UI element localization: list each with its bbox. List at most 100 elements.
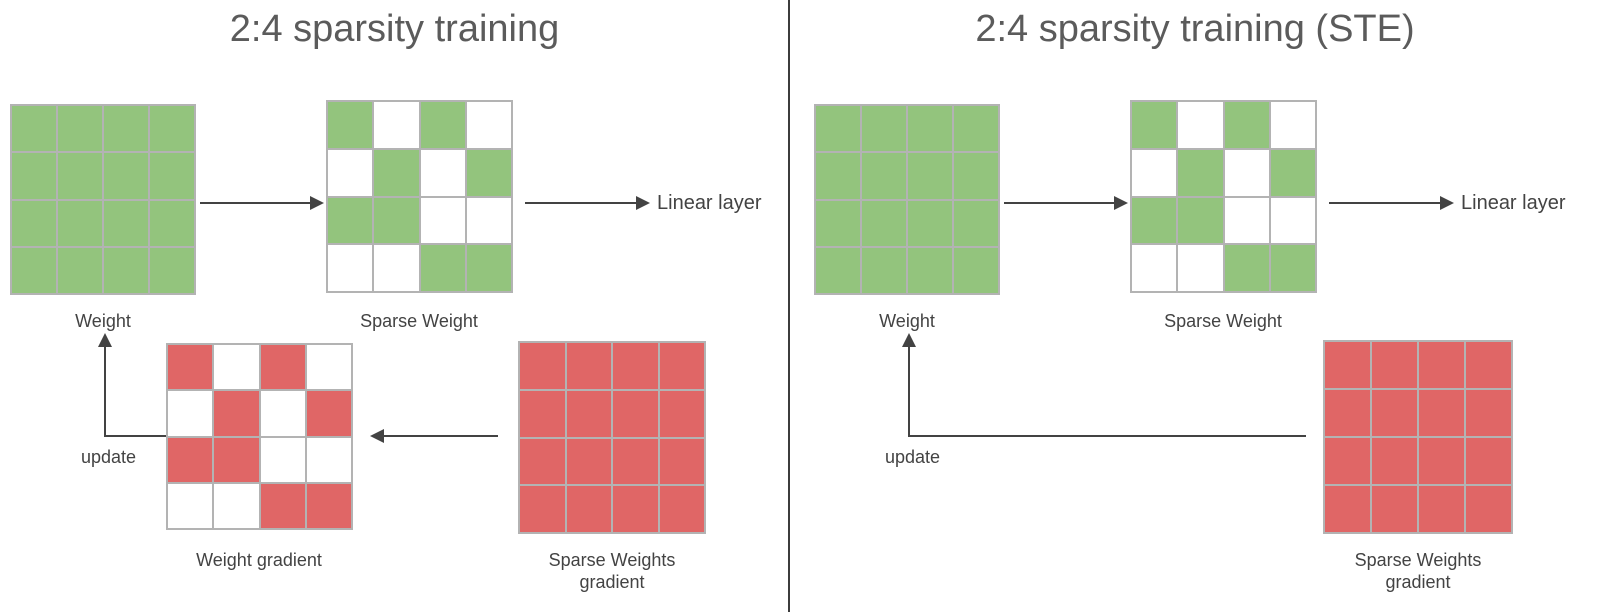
label-linear-layer-ste: Linear layer <box>1461 192 1566 214</box>
caption-sparse-weights-gradient-ste: Sparse Weights gradient <box>1354 550 1482 592</box>
matrix-cell <box>374 197 419 244</box>
matrix-cell <box>466 245 511 291</box>
matrix-cell <box>1466 342 1511 388</box>
matrix-cell <box>613 438 658 485</box>
matrix-cell <box>566 390 611 437</box>
matrix-cell <box>104 200 148 246</box>
matrix-cell <box>306 483 351 528</box>
matrix-cell <box>613 486 658 532</box>
matrix-cell <box>1466 486 1511 532</box>
panel-title-standard: 2:4 sparsity training <box>229 8 560 50</box>
matrix-cell <box>328 102 373 148</box>
matrix-cell <box>566 343 611 389</box>
matrix-cell <box>954 106 998 152</box>
matrix-cell <box>862 200 906 246</box>
matrix-cell <box>816 106 860 152</box>
matrix-cell <box>260 391 305 436</box>
matrix-sparse-weight-ste <box>1130 100 1317 293</box>
matrix-cell <box>306 345 351 390</box>
matrix-cell <box>954 247 998 293</box>
matrix-cell <box>466 149 511 196</box>
matrix-cell <box>58 106 102 152</box>
matrix-cell <box>168 437 213 482</box>
matrix-cell <box>1132 102 1177 148</box>
matrix-cell <box>659 486 704 532</box>
arrow-update-vertical-standard <box>104 346 106 437</box>
matrix-weight-gradient-standard <box>166 343 353 530</box>
caption-weight-standard: Weight <box>75 311 131 331</box>
matrix-cell <box>1132 245 1177 291</box>
matrix-cell <box>168 391 213 436</box>
matrix-cell <box>1132 197 1177 244</box>
matrix-cell <box>150 153 194 199</box>
matrix-cell <box>306 437 351 482</box>
matrix-cell <box>1178 197 1223 244</box>
matrix-cell <box>1270 102 1315 148</box>
matrix-cell <box>816 247 860 293</box>
matrix-cell <box>908 200 952 246</box>
matrix-cell <box>104 247 148 293</box>
caption-weight-ste: Weight <box>879 311 935 331</box>
matrix-cell <box>1224 102 1269 148</box>
matrix-cell <box>466 197 511 244</box>
matrix-cell <box>374 102 419 148</box>
matrix-cell <box>613 343 658 389</box>
matrix-cell <box>104 153 148 199</box>
arrow-update-horizontal-ste <box>908 435 1306 437</box>
arrow-update-vertical-ste <box>908 346 910 437</box>
matrix-cell <box>12 106 56 152</box>
caption-weight-gradient-standard: Weight gradient <box>196 550 322 570</box>
matrix-cell <box>1372 390 1417 436</box>
matrix-cell <box>659 390 704 437</box>
matrix-cell <box>1325 438 1370 484</box>
matrix-cell <box>1325 390 1370 436</box>
arrow-prune-head-ste <box>1114 196 1128 210</box>
arrow-linear-line-standard <box>525 202 638 204</box>
arrow-backward-head-standard <box>370 429 384 443</box>
matrix-cell <box>466 102 511 148</box>
matrix-cell <box>420 149 465 196</box>
matrix-cell <box>150 247 194 293</box>
matrix-cell <box>908 106 952 152</box>
matrix-cell <box>12 200 56 246</box>
matrix-cell <box>520 390 565 437</box>
matrix-cell <box>214 391 259 436</box>
matrix-cell <box>613 390 658 437</box>
matrix-cell <box>816 200 860 246</box>
matrix-cell <box>214 483 259 528</box>
arrow-update-horizontal-standard <box>104 435 166 437</box>
matrix-cell <box>1270 245 1315 291</box>
matrix-cell <box>816 153 860 199</box>
matrix-cell <box>420 102 465 148</box>
matrix-cell <box>168 345 213 390</box>
matrix-cell <box>1178 149 1223 196</box>
matrix-cell <box>862 247 906 293</box>
matrix-cell <box>1325 486 1370 532</box>
matrix-cell <box>1466 438 1511 484</box>
matrix-cell <box>566 438 611 485</box>
matrix-cell <box>1178 102 1223 148</box>
panel-ste-training: 2:4 sparsity training (STE) Weight Spars… <box>790 0 1600 612</box>
matrix-cell <box>150 106 194 152</box>
matrix-sparse-weight-standard <box>326 100 513 293</box>
matrix-cell <box>420 197 465 244</box>
matrix-cell <box>1419 390 1464 436</box>
panel-standard-training: 2:4 sparsity training Weight Sparse Weig… <box>0 0 789 612</box>
matrix-cell <box>58 200 102 246</box>
matrix-cell <box>659 438 704 485</box>
matrix-cell <box>1466 390 1511 436</box>
matrix-cell <box>659 343 704 389</box>
arrow-backward-line-standard <box>384 435 498 437</box>
matrix-sparse-weights-gradient-ste <box>1323 340 1513 534</box>
matrix-cell <box>1419 342 1464 388</box>
arrow-linear-head-standard <box>636 196 650 210</box>
matrix-cell <box>520 343 565 389</box>
matrix-cell <box>420 245 465 291</box>
matrix-cell <box>520 438 565 485</box>
label-linear-layer-standard: Linear layer <box>657 192 762 214</box>
matrix-cell <box>1224 245 1269 291</box>
matrix-cell <box>1224 197 1269 244</box>
matrix-sparse-weights-gradient-standard <box>518 341 706 534</box>
caption-sparse-weight-standard: Sparse Weight <box>360 311 478 331</box>
